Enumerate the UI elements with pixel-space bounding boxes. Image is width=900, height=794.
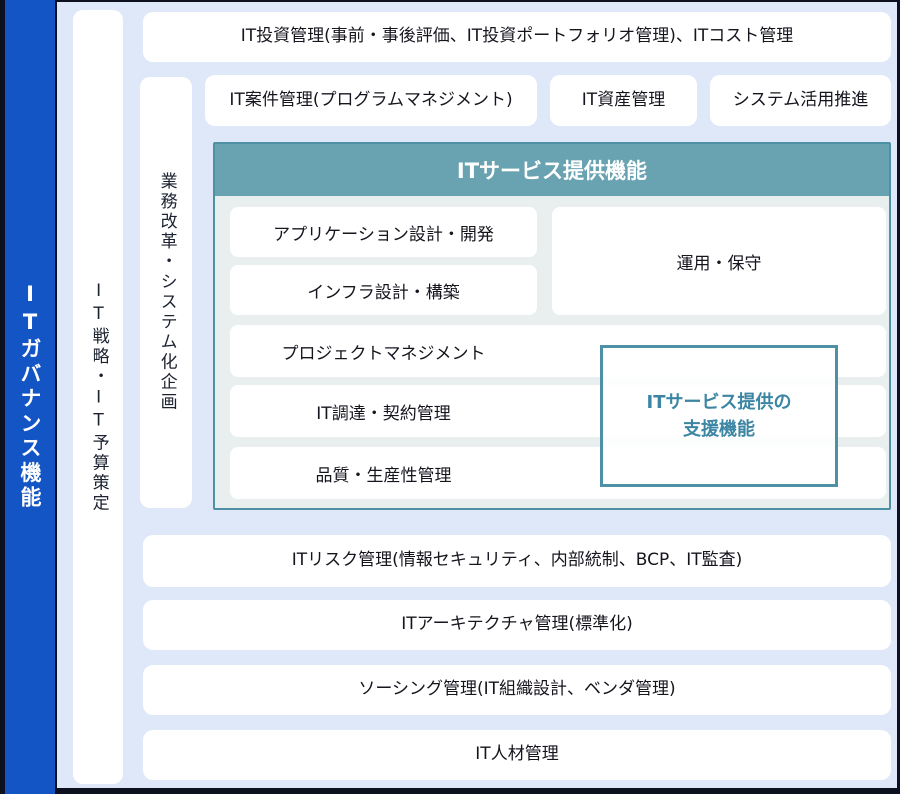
service-section-header: ITサービス提供機能 bbox=[215, 144, 889, 196]
operations-box: 運用・保守 bbox=[552, 207, 886, 315]
quality-label: 品質・生産性管理 bbox=[315, 465, 452, 486]
service-section-title: ITサービス提供機能 bbox=[456, 159, 648, 183]
sourcing-box: ソーシング管理(IT組織設計、ベンダ管理) bbox=[143, 665, 891, 715]
reform-column: 業務改革・システム化企画 bbox=[140, 77, 192, 508]
governance-bar-label: ITガバナンス機能 bbox=[18, 282, 42, 512]
case-management-box: IT案件管理(プログラムマネジメント) bbox=[205, 75, 537, 126]
service-section: ITサービス提供機能 アプリケーション設計・開発 インフラ設計・構築 運用・保守… bbox=[213, 142, 891, 510]
reform-column-label: 業務改革・システム化企画 bbox=[156, 172, 177, 413]
strategy-column-label: IT戦略・IT予算策定 bbox=[88, 280, 109, 514]
architecture-label: ITアーキテクチャ管理(標準化) bbox=[401, 614, 633, 635]
support-function-line2: 支援機能 bbox=[683, 419, 755, 440]
infra-design-label: インフラ設計・構築 bbox=[307, 282, 460, 303]
infra-design-box: インフラ設計・構築 bbox=[230, 265, 537, 315]
operations-label: 運用・保守 bbox=[676, 253, 762, 274]
sourcing-label: ソーシング管理(IT組織設計、ベンダ管理) bbox=[358, 679, 676, 700]
hr-management-box: IT人材管理 bbox=[143, 730, 891, 780]
app-design-label: アプリケーション設計・開発 bbox=[273, 224, 494, 245]
app-design-box: アプリケーション設計・開発 bbox=[230, 207, 537, 257]
case-management-label: IT案件管理(プログラムマネジメント) bbox=[229, 89, 513, 110]
system-utilization-box: システム活用推進 bbox=[710, 75, 891, 126]
procurement-label: IT調達・契約管理 bbox=[316, 403, 451, 424]
hr-management-label: IT人材管理 bbox=[475, 744, 559, 765]
investment-management-box: IT投資管理(事前・事後評価、IT投資ポートフォリオ管理)、ITコスト管理 bbox=[143, 12, 891, 62]
project-management-label: プロジェクトマネジメント bbox=[281, 343, 486, 364]
risk-management-box: ITリスク管理(情報セキュリティ、内部統制、BCP、IT監査) bbox=[143, 535, 891, 587]
risk-management-label: ITリスク管理(情報セキュリティ、内部統制、BCP、IT監査) bbox=[291, 550, 743, 571]
support-function-box: ITサービス提供の 支援機能 bbox=[600, 345, 838, 487]
strategy-column: IT戦略・IT予算策定 bbox=[73, 10, 123, 784]
asset-management-label: IT資産管理 bbox=[581, 89, 666, 110]
asset-management-box: IT資産管理 bbox=[550, 75, 697, 126]
system-utilization-label: システム活用推進 bbox=[732, 89, 869, 110]
investment-management-label: IT投資管理(事前・事後評価、IT投資ポートフォリオ管理)、ITコスト管理 bbox=[240, 26, 794, 47]
architecture-box: ITアーキテクチャ管理(標準化) bbox=[143, 600, 891, 650]
governance-bar: ITガバナンス機能 bbox=[5, 0, 55, 794]
support-function-line1: ITサービス提供の bbox=[646, 392, 792, 413]
